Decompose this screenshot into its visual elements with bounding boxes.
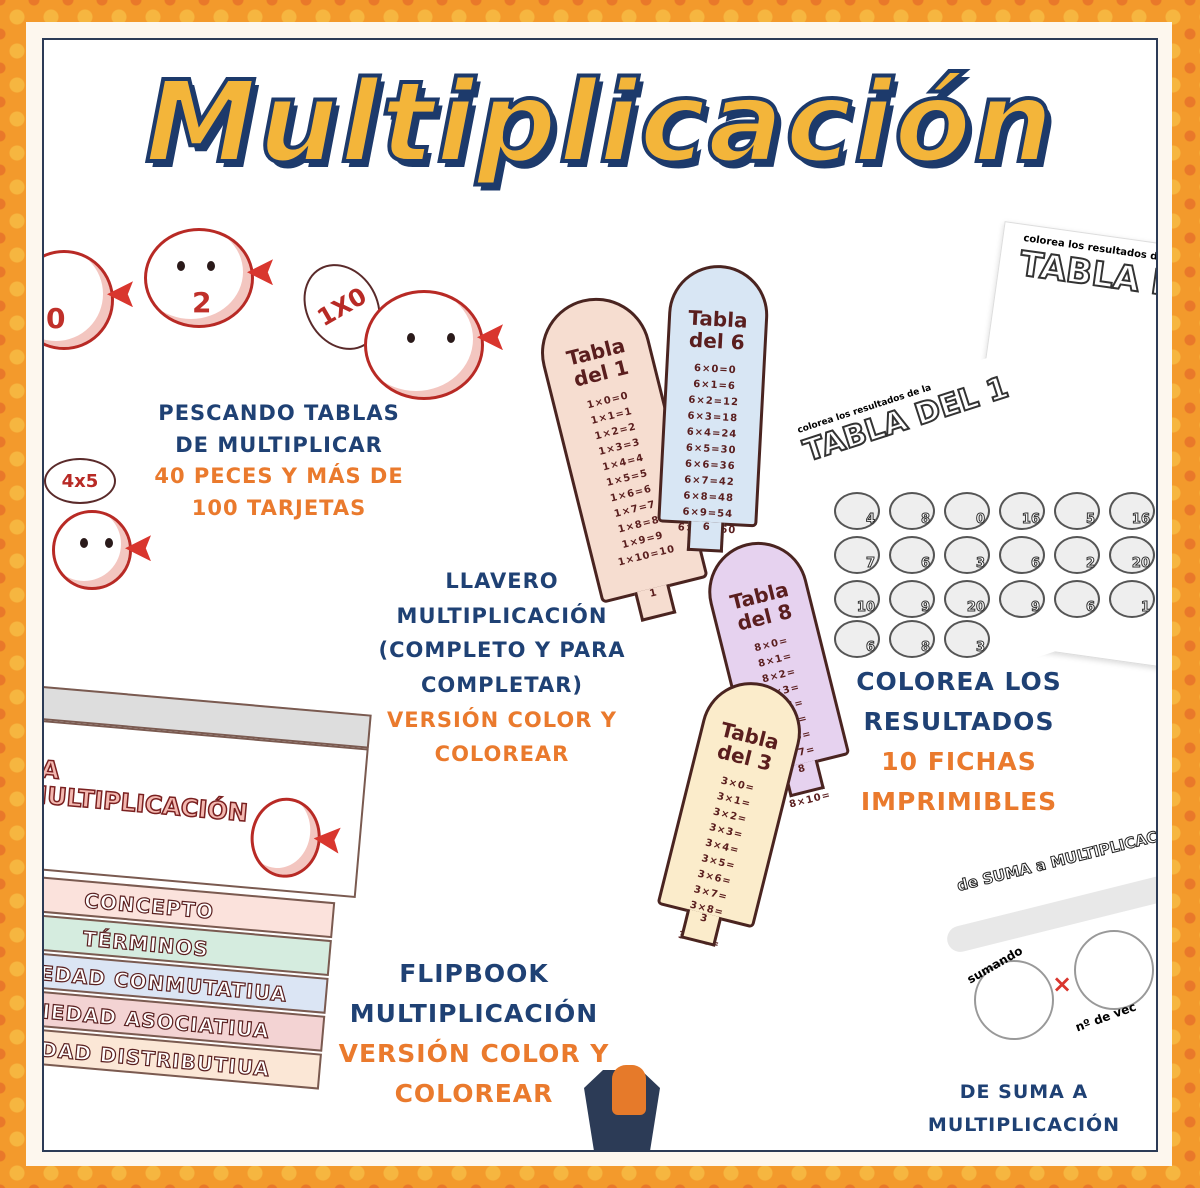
- coloring-fish: 8: [889, 492, 935, 530]
- text-line: VERSIÓN COLOR Y: [338, 1039, 610, 1068]
- coloring-fish: 1: [1109, 580, 1155, 618]
- speech-bubble: 4x5: [44, 458, 116, 504]
- text-line: 10 FICHAS: [881, 747, 1037, 776]
- keychain-text: LLAVERO MULTIPLICACIÓN (COMPLETO Y PARA …: [342, 564, 662, 772]
- coloring-fish: 16: [1109, 492, 1155, 530]
- fishing-text: PESCANDO TABLAS DE MULTIPLICAR 40 PECES …: [139, 398, 419, 524]
- bookmark-title: Tabla del 1: [564, 333, 631, 392]
- fish-card-0: [44, 250, 114, 350]
- coloring-fish: 20: [1109, 536, 1155, 574]
- text-line: COMPLETAR): [421, 672, 583, 697]
- text-line: FLIPBOOK: [399, 959, 549, 988]
- text-line: MULTIPLICACIÓN: [396, 603, 608, 628]
- coloring-fish: 3: [944, 620, 990, 658]
- sumando-circle: [974, 960, 1054, 1040]
- coloring-fish: 4: [834, 492, 880, 530]
- coloring-fish: 5: [1054, 492, 1100, 530]
- bookmark-title: Tabla del 3: [714, 717, 782, 776]
- coloring-fish: 8: [889, 620, 935, 658]
- coloring-fish: 9: [999, 580, 1045, 618]
- text-line: 100 TARJETAS: [191, 495, 367, 520]
- times-sign: ×: [1052, 970, 1073, 998]
- bookmark-title: Tabla del 8: [727, 577, 795, 636]
- suma-text: DE SUMA A MULTIPLICACIÓN: [904, 1076, 1144, 1143]
- hero-logo-figure: [612, 1065, 646, 1115]
- text-line: DE MULTIPLICAR: [175, 432, 383, 457]
- bookmark-title: Tabla del 6: [687, 305, 749, 355]
- text-line: 40 PECES Y MÁS DE: [154, 464, 404, 488]
- coloring-fish: 6: [834, 620, 880, 658]
- text-line: (COMPLETO Y PARA: [378, 638, 626, 663]
- coloring-fish: 9: [889, 580, 935, 618]
- text-line: DE SUMA A: [959, 1081, 1089, 1103]
- coloring-fish: 6: [999, 536, 1045, 574]
- veces-circle: [1074, 930, 1154, 1010]
- coloring-fish: 0: [944, 492, 990, 530]
- bookmark-tab: 6: [686, 520, 725, 553]
- coloring-fish: 6: [889, 536, 935, 574]
- fish-number: 0: [46, 302, 66, 335]
- suma-sheet: de SUMA a MULTIPLICACIÓ sumando × nº de …: [924, 823, 1156, 1090]
- text-line: MULTIPLICACIÓN: [349, 999, 599, 1028]
- coloring-fish: 10: [834, 580, 880, 618]
- poster-canvas: Multiplicación 2 0 1X0 4x5 PESCANDO TABL…: [42, 38, 1158, 1152]
- text-line: LLAVERO: [445, 569, 559, 593]
- text-line: VERSIÓN COLOR Y: [387, 707, 617, 732]
- coloring-fish: 3: [944, 536, 990, 574]
- fish-number: 2: [192, 286, 212, 319]
- coloring-fish: 16: [999, 492, 1045, 530]
- coloring-fish: 6: [1054, 580, 1100, 618]
- page-title: Multiplicación: [143, 56, 1055, 190]
- fish-card: [52, 510, 132, 590]
- text-line: PESCANDO TABLAS: [158, 401, 400, 425]
- coloring-fish: 20: [944, 580, 990, 618]
- text-line: IMPRIMIBLES: [860, 787, 1058, 816]
- text-line: RESULTADOS: [863, 707, 1055, 736]
- text-line: COLOREAR: [434, 742, 570, 767]
- text-line: COLOREA LOS: [856, 667, 1062, 696]
- text-line: MULTIPLICACIÓN: [927, 1114, 1121, 1137]
- coloring-text: COLOREA LOS RESULTADOS 10 FICHAS IMPRIMI…: [804, 662, 1114, 822]
- text-line: COLOREAR: [394, 1079, 554, 1108]
- flipbook-text: FLIPBOOK MULTIPLICACIÓN VERSIÓN COLOR Y …: [324, 954, 624, 1114]
- coloring-fish: 7: [834, 536, 880, 574]
- fish-card-2: 2: [144, 228, 254, 328]
- coloring-fish: 2: [1054, 536, 1100, 574]
- fish-card: [364, 290, 484, 400]
